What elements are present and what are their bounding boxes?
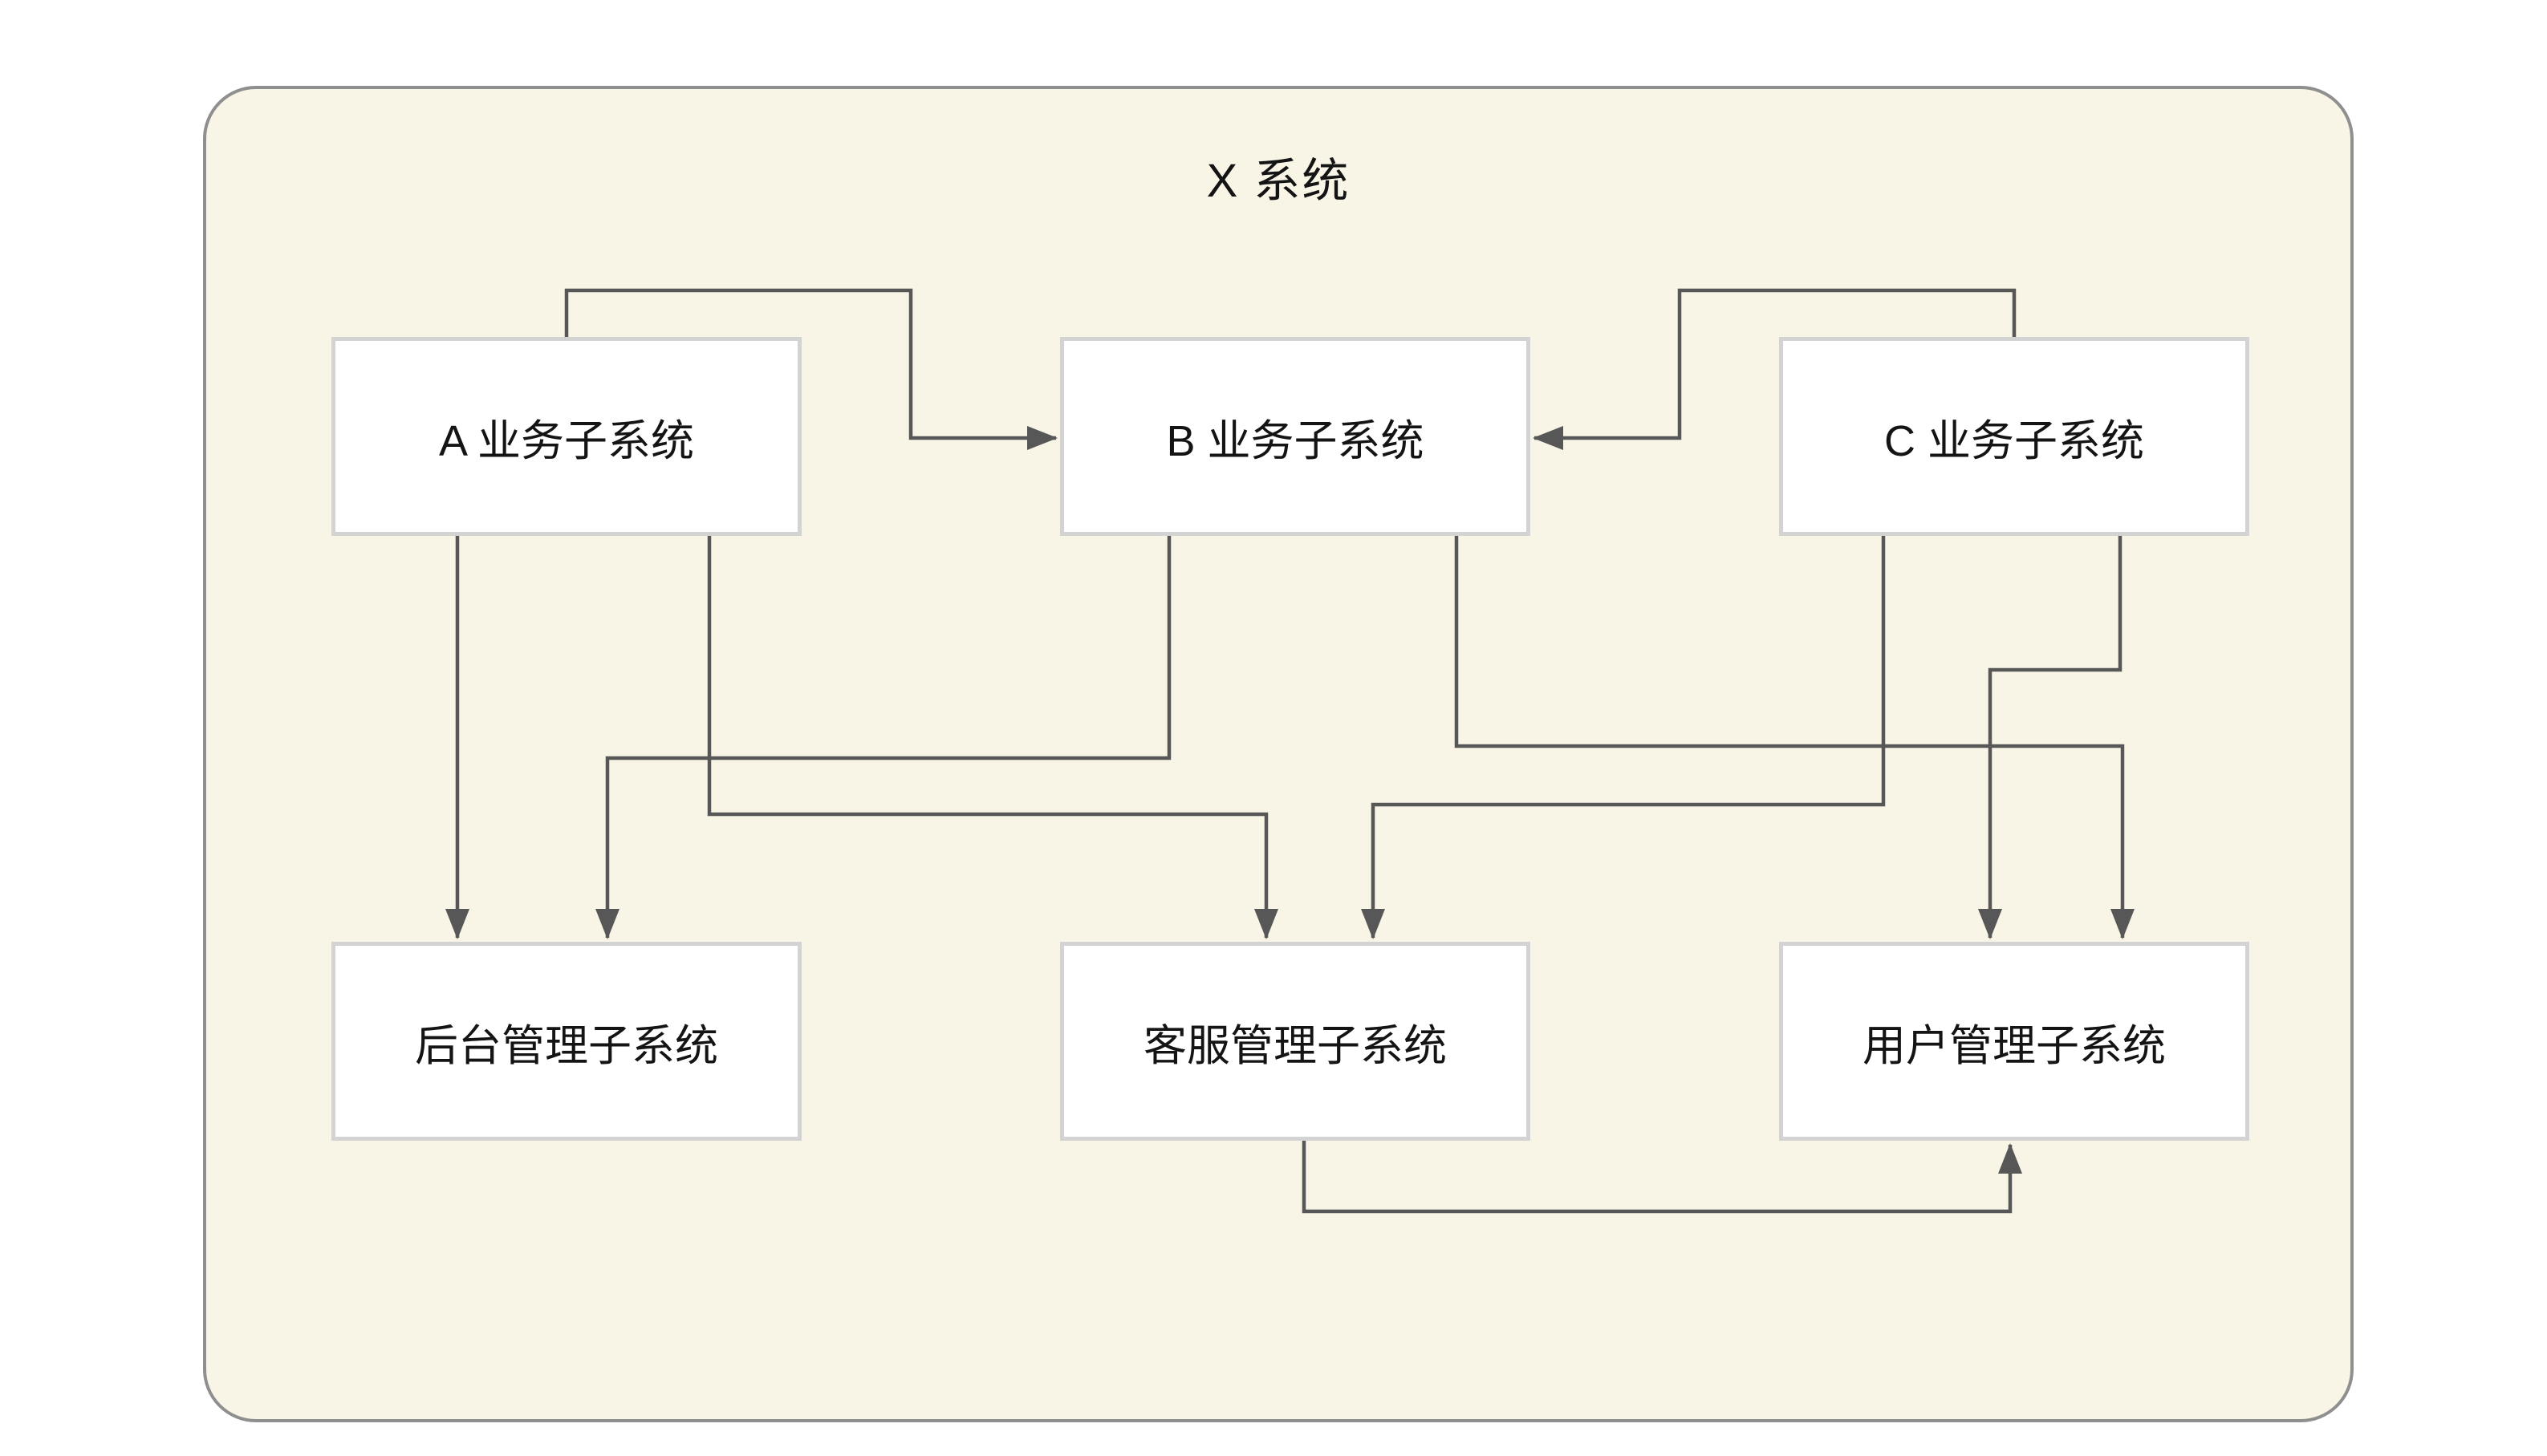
node-customer-service-subsystem: 客服管理子系统: [1060, 942, 1530, 1141]
system-boundary: [203, 86, 2354, 1422]
node-subsystem-b: B 业务子系统: [1060, 337, 1530, 536]
node-user-admin-subsystem: 用户管理子系统: [1779, 942, 2249, 1141]
diagram-title: X 系统: [203, 143, 2354, 210]
node-backend-admin-subsystem: 后台管理子系统: [331, 942, 802, 1141]
node-subsystem-a: A 业务子系统: [331, 337, 802, 536]
node-subsystem-c: C 业务子系统: [1779, 337, 2249, 536]
diagram-title-text: X 系统: [1206, 155, 1351, 207]
